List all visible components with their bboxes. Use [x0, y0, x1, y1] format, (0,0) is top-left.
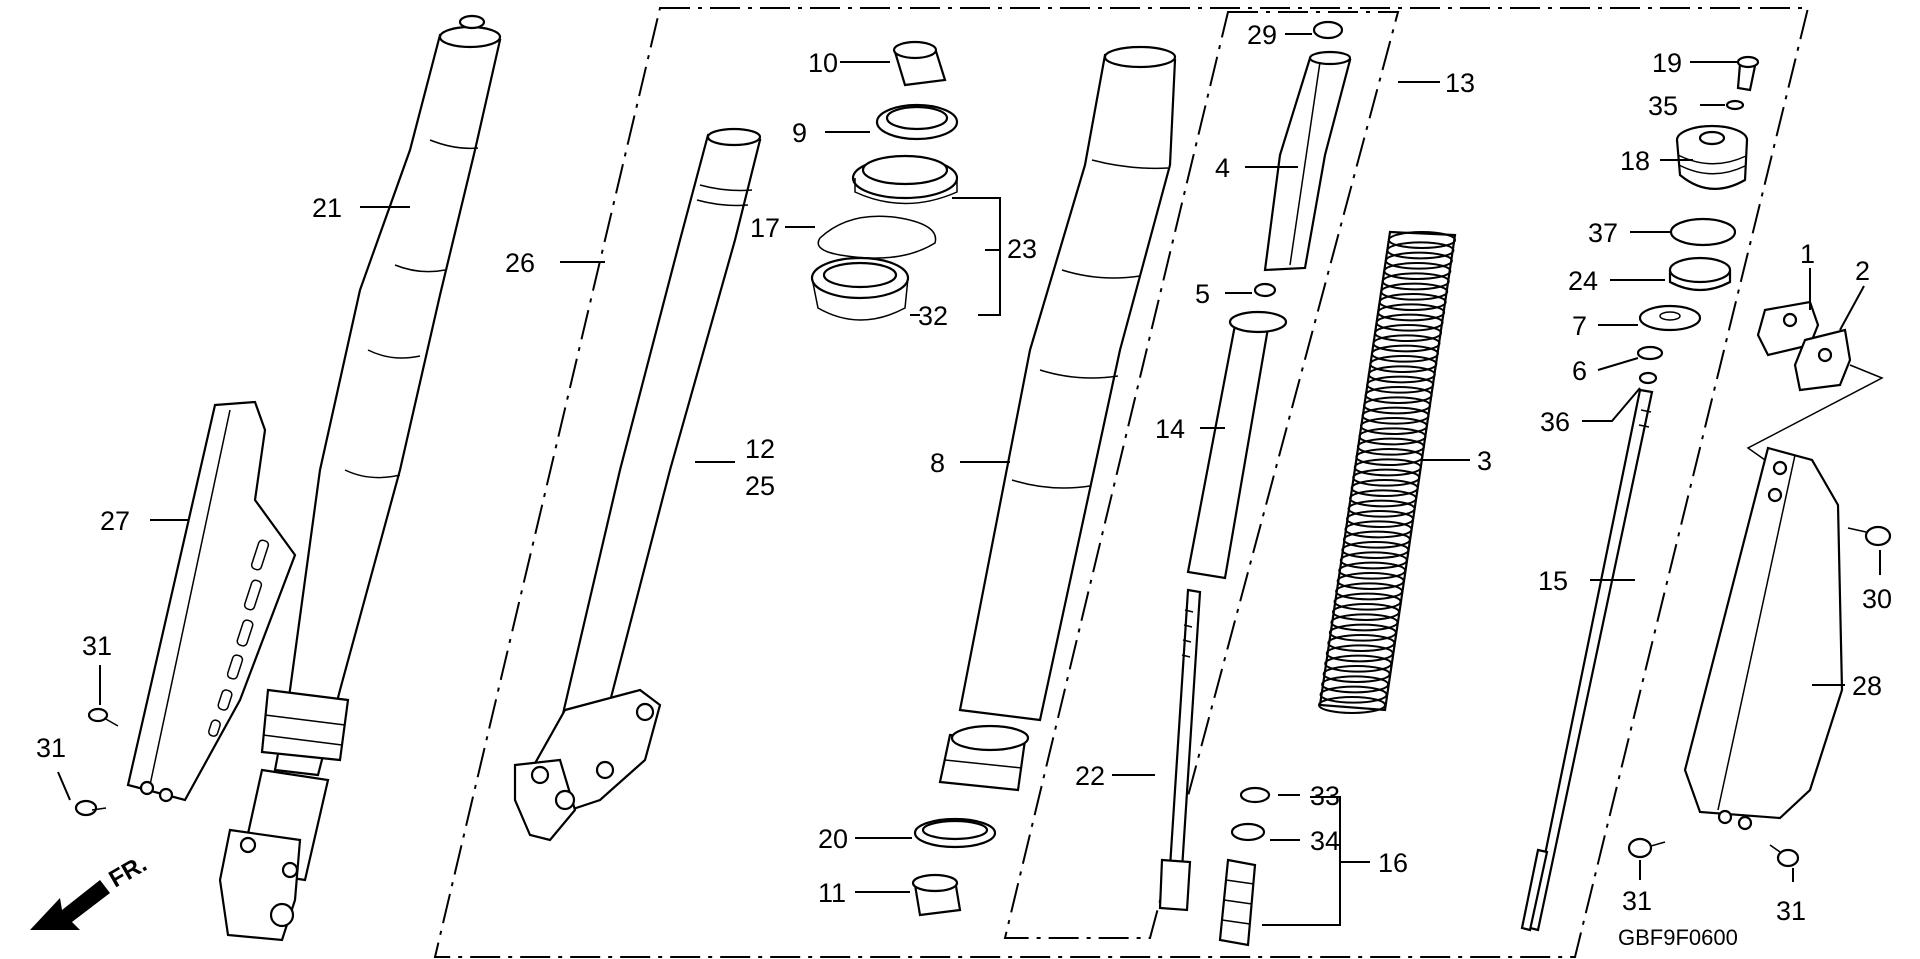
- cartridge-assembly-boundary: [1003, 11, 1400, 939]
- callout-12: 12: [745, 434, 775, 464]
- oil-seal-23: [851, 154, 959, 205]
- guard-bracket-2: [1793, 328, 1852, 392]
- fork-guard-left: [126, 400, 297, 803]
- o-ring-36: [1638, 371, 1658, 385]
- valve-16: [1218, 858, 1257, 947]
- callout-31-upper-left: 31: [82, 631, 112, 661]
- lock-nut-6: [1636, 345, 1664, 361]
- callout-35: 35: [1648, 91, 1678, 121]
- fork-guard-right: [1683, 446, 1844, 831]
- callout-30: 30: [1862, 584, 1892, 614]
- callout-4: 4: [1215, 153, 1230, 183]
- front-direction-arrow-icon: [30, 880, 110, 930]
- callout-17: 17: [750, 213, 780, 243]
- part-code: GBF9F0600: [1618, 925, 1738, 950]
- callout-14: 14: [1155, 414, 1185, 444]
- callout-11: 11: [818, 878, 846, 908]
- callout-36: 36: [1540, 407, 1570, 437]
- piston-14: [1186, 310, 1288, 580]
- washer-33: [1239, 786, 1271, 804]
- callout-16: 16: [1378, 848, 1408, 878]
- washer-35: [1725, 99, 1745, 111]
- bolt-19: [1736, 55, 1760, 92]
- bolt-31-upper-left: [87, 707, 119, 727]
- callout-10: 10: [808, 48, 838, 78]
- callout-31-lower-center: 31: [1622, 886, 1652, 916]
- callout-24: 24: [1568, 266, 1598, 296]
- spring-seat-24: [1668, 256, 1732, 292]
- callout-31-lower-left: 31: [36, 733, 66, 763]
- callout-18: 18: [1620, 146, 1650, 176]
- callout-31-lower-right: 31: [1776, 896, 1806, 926]
- callout-2: 2: [1855, 256, 1870, 286]
- callout-28: 28: [1852, 671, 1882, 701]
- callout-21: 21: [312, 193, 342, 223]
- callout-37: 37: [1588, 218, 1618, 248]
- callout-25: 25: [745, 471, 775, 501]
- rebound-rod-4: [1263, 50, 1352, 272]
- callout-26: 26: [505, 248, 535, 278]
- callout-7: 7: [1572, 311, 1587, 341]
- callout-1: 1: [1800, 239, 1815, 269]
- callout-19: 19: [1652, 48, 1682, 78]
- inner-fork-tube: [513, 127, 762, 842]
- bolt-30: [1847, 525, 1892, 547]
- callout-3: 3: [1477, 446, 1492, 476]
- callout-22: 22: [1075, 761, 1105, 791]
- slide-bushing-11: [911, 873, 962, 917]
- callout-20: 20: [818, 824, 848, 854]
- callout-5: 5: [1195, 279, 1210, 309]
- push-rod-15: [1520, 388, 1654, 932]
- inner-assembly-boundary: [433, 7, 1810, 958]
- front-marker-label: FR.: [105, 850, 152, 893]
- bolt-31-lower-left: [74, 799, 107, 817]
- bolt-31-lower-right: [1769, 844, 1800, 868]
- washer-5: [1253, 282, 1277, 298]
- callout-9: 9: [792, 118, 807, 148]
- fork-spring-3: [1318, 230, 1457, 714]
- o-ring-37: [1669, 217, 1737, 247]
- outer-fork-tube: [218, 14, 502, 942]
- o-ring-20: [913, 817, 997, 849]
- callout-32: 32: [918, 301, 948, 331]
- washer-9: [875, 103, 959, 141]
- dust-seal-32: [810, 256, 910, 321]
- nut-29: [1312, 20, 1344, 40]
- callout-23: 23: [1007, 234, 1037, 264]
- piston-rod-22: [1158, 588, 1202, 912]
- bolt-31-lower-center: [1627, 837, 1666, 859]
- spring-collar-7: [1638, 304, 1702, 332]
- callout-29: 29: [1247, 20, 1277, 50]
- leader-lines: [57, 33, 1881, 926]
- bracket-link-line: [1746, 364, 1884, 461]
- callout-27: 27: [100, 506, 130, 536]
- callout-33: 33: [1310, 781, 1340, 811]
- circlip-17: [817, 215, 937, 259]
- fork-cap-18: [1675, 124, 1749, 190]
- callout-34: 34: [1310, 826, 1340, 856]
- callout-8: 8: [930, 448, 945, 478]
- seal-ring-10: [892, 40, 947, 87]
- fork-outer-tube-8: [938, 45, 1177, 792]
- callout-13: 13: [1445, 68, 1475, 98]
- callout-15: 15: [1538, 566, 1568, 596]
- callout-6: 6: [1572, 356, 1587, 386]
- washer-34: [1230, 822, 1266, 842]
